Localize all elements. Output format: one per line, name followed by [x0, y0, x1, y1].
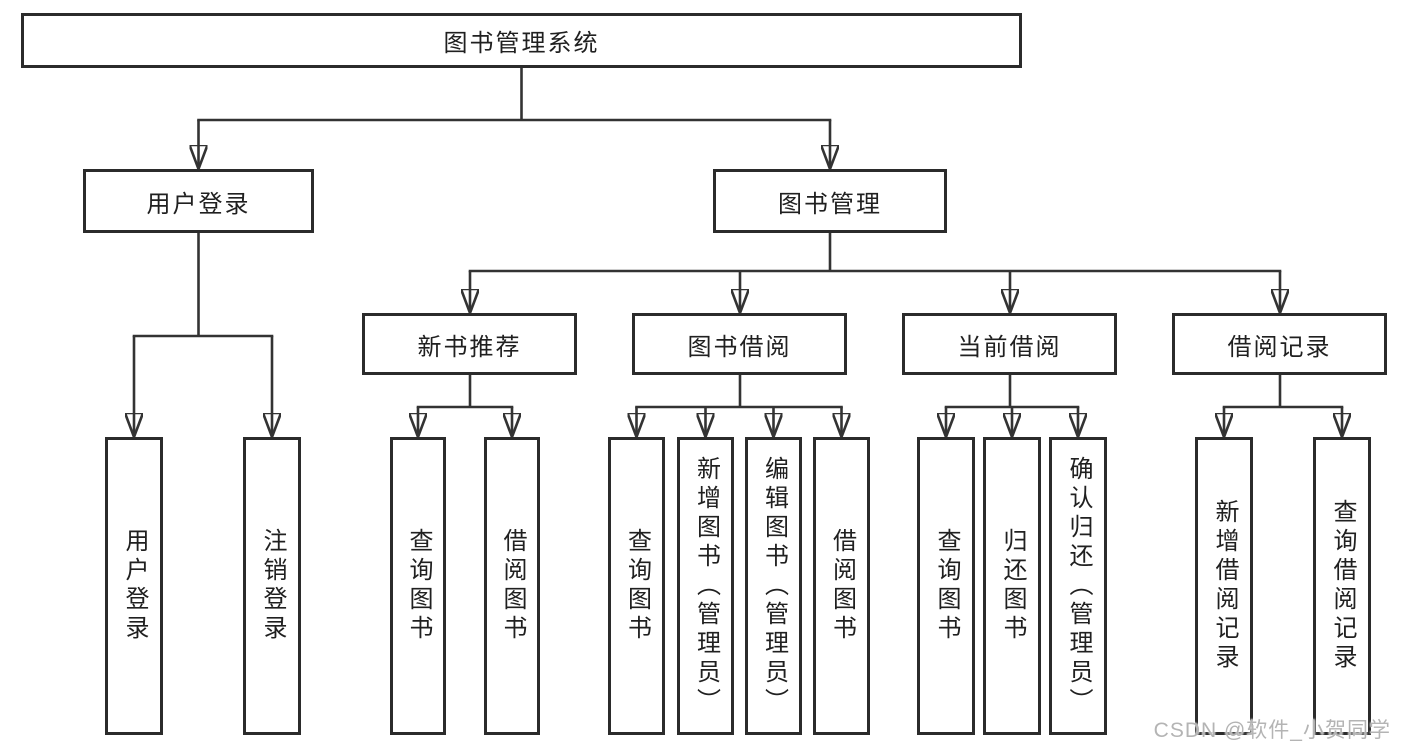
leaf-label: 查询图书: [933, 528, 960, 644]
node-label: 图书管理系统: [443, 30, 600, 57]
leaf-label: 注销登录: [259, 528, 286, 644]
node-label: 图书借阅: [687, 333, 792, 361]
node-label: 借阅记录: [1227, 333, 1332, 361]
leaf-user-login: 用户登录: [105, 437, 163, 735]
node-label: 新书推荐: [417, 333, 522, 361]
leaf-label: 新增借阅记录: [1211, 499, 1238, 673]
node-label: 用户登录: [146, 190, 251, 218]
leaf-label: 查询借阅记录: [1329, 499, 1356, 673]
leaf-query-books-recommend: 查询图书: [390, 437, 446, 735]
node-user-login: 用户登录: [83, 169, 314, 233]
leaf-edit-book-admin: 编辑图书（管理员）: [745, 437, 802, 735]
leaf-query-books-current: 查询图书: [917, 437, 975, 735]
leaf-label: 归还图书: [999, 528, 1026, 644]
leaf-borrow-books: 借阅图书: [813, 437, 870, 735]
node-book-management: 图书管理: [713, 169, 947, 233]
node-book-borrowing: 图书借阅: [632, 313, 847, 375]
leaf-add-borrow-record: 新增借阅记录: [1195, 437, 1253, 735]
leaf-label: 借阅图书: [828, 528, 856, 644]
leaf-confirm-return-admin: 确认归还（管理员）: [1049, 437, 1107, 735]
leaf-label: 查询图书: [405, 528, 432, 644]
leaf-add-book-admin: 新增图书（管理员）: [677, 437, 734, 735]
node-label: 当前借阅: [957, 333, 1062, 361]
leaf-label: 确认归还（管理员）: [1065, 455, 1092, 717]
node-current-borrowing: 当前借阅: [902, 313, 1117, 375]
node-label: 图书管理: [778, 190, 882, 218]
leaf-label: 用户登录: [121, 528, 148, 644]
node-new-book-recommendation: 新书推荐: [362, 313, 577, 375]
leaf-query-borrow-record: 查询借阅记录: [1313, 437, 1371, 735]
leaf-label: 查询图书: [623, 528, 651, 644]
node-library-management-system: 图书管理系统: [21, 13, 1022, 68]
node-borrowing-records: 借阅记录: [1172, 313, 1387, 375]
leaf-label: 新增图书（管理员）: [692, 455, 720, 717]
leaf-label: 编辑图书（管理员）: [760, 455, 788, 717]
csdn-watermark: CSDN @软件_小贺同学: [1153, 719, 1391, 742]
leaf-query-books-borrow: 查询图书: [608, 437, 665, 735]
leaf-label: 借阅图书: [499, 528, 526, 644]
leaf-logout: 注销登录: [243, 437, 301, 735]
leaf-borrow-books-recommend: 借阅图书: [484, 437, 540, 735]
leaf-return-books: 归还图书: [983, 437, 1041, 735]
